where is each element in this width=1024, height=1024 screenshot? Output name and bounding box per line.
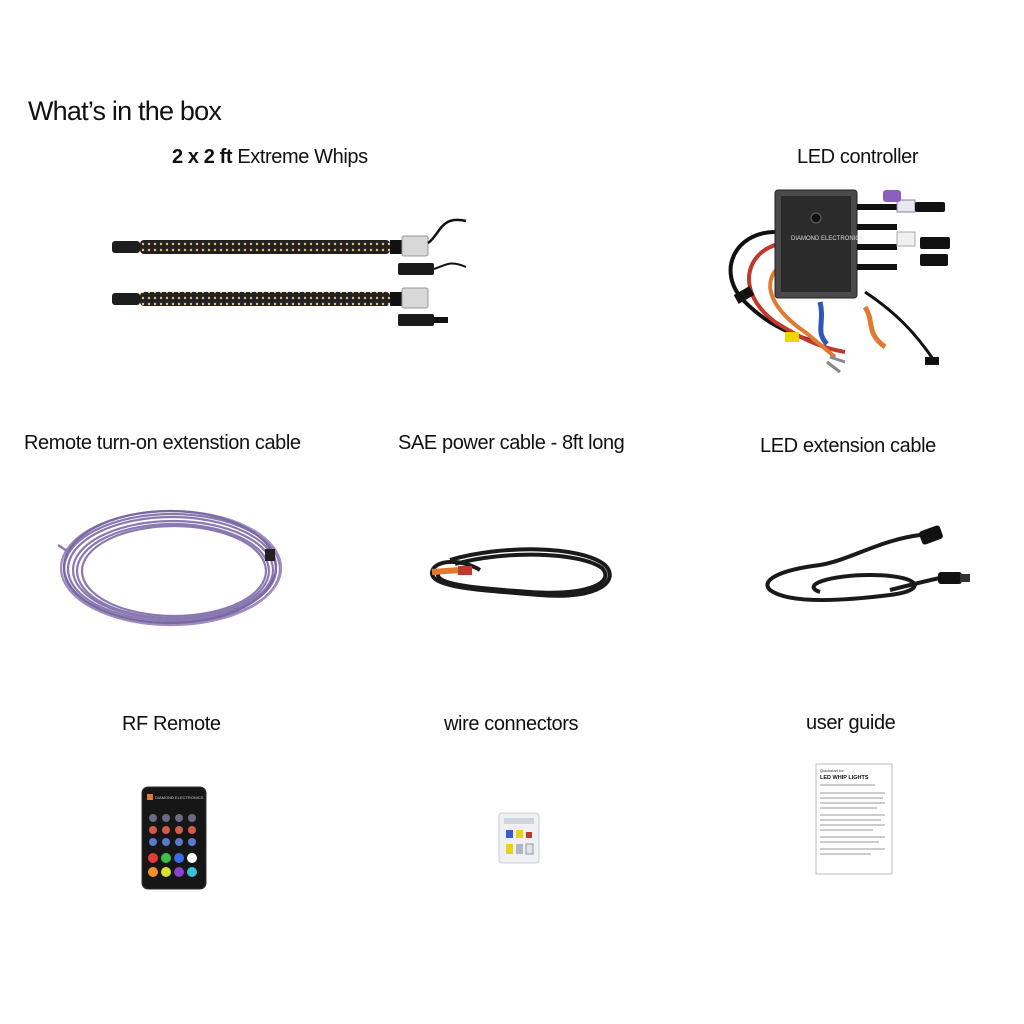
led-controller-image: DIAMOND ELECTRONICS: [728, 189, 950, 374]
item-label-extension: LED extension cable: [760, 435, 936, 457]
page-title: What’s in the box: [28, 96, 222, 126]
whips-name: Extreme Whips: [232, 146, 368, 168]
item-label-user-guide: user guide: [806, 712, 896, 734]
guide-title-small: Quickstart for: [820, 768, 844, 773]
item-label-rf-remote: RF Remote: [122, 713, 221, 735]
extension-cable-image: [765, 525, 970, 602]
item-label-whips: 2 x 2 ft Extreme Whips: [172, 146, 368, 169]
item-label-remote-turn-on: Remote turn-on extenstion cable: [24, 432, 301, 454]
sae-cable-image: [430, 547, 612, 598]
rf-remote-image: DIAMOND ELECTRONICS: [141, 786, 207, 890]
wire-connectors-bag-image: [498, 812, 540, 864]
item-label-wire-connectors: wire connectors: [444, 713, 579, 735]
item-label-controller: LED controller: [797, 146, 919, 168]
whip-lights-image: [112, 218, 467, 326]
item-label-sae-cable: SAE power cable - 8ft long: [398, 432, 625, 454]
purple-cable-coil-image: [57, 509, 283, 627]
controller-brand: DIAMOND ELECTRONICS: [791, 236, 864, 242]
remote-brand: DIAMOND ELECTRONICS: [155, 795, 204, 800]
whips-count: 2 x 2 ft: [172, 146, 233, 168]
user-guide-image: Quickstart for LED WHIP LIGHTS: [815, 763, 893, 875]
guide-title: LED WHIP LIGHTS: [820, 775, 869, 781]
